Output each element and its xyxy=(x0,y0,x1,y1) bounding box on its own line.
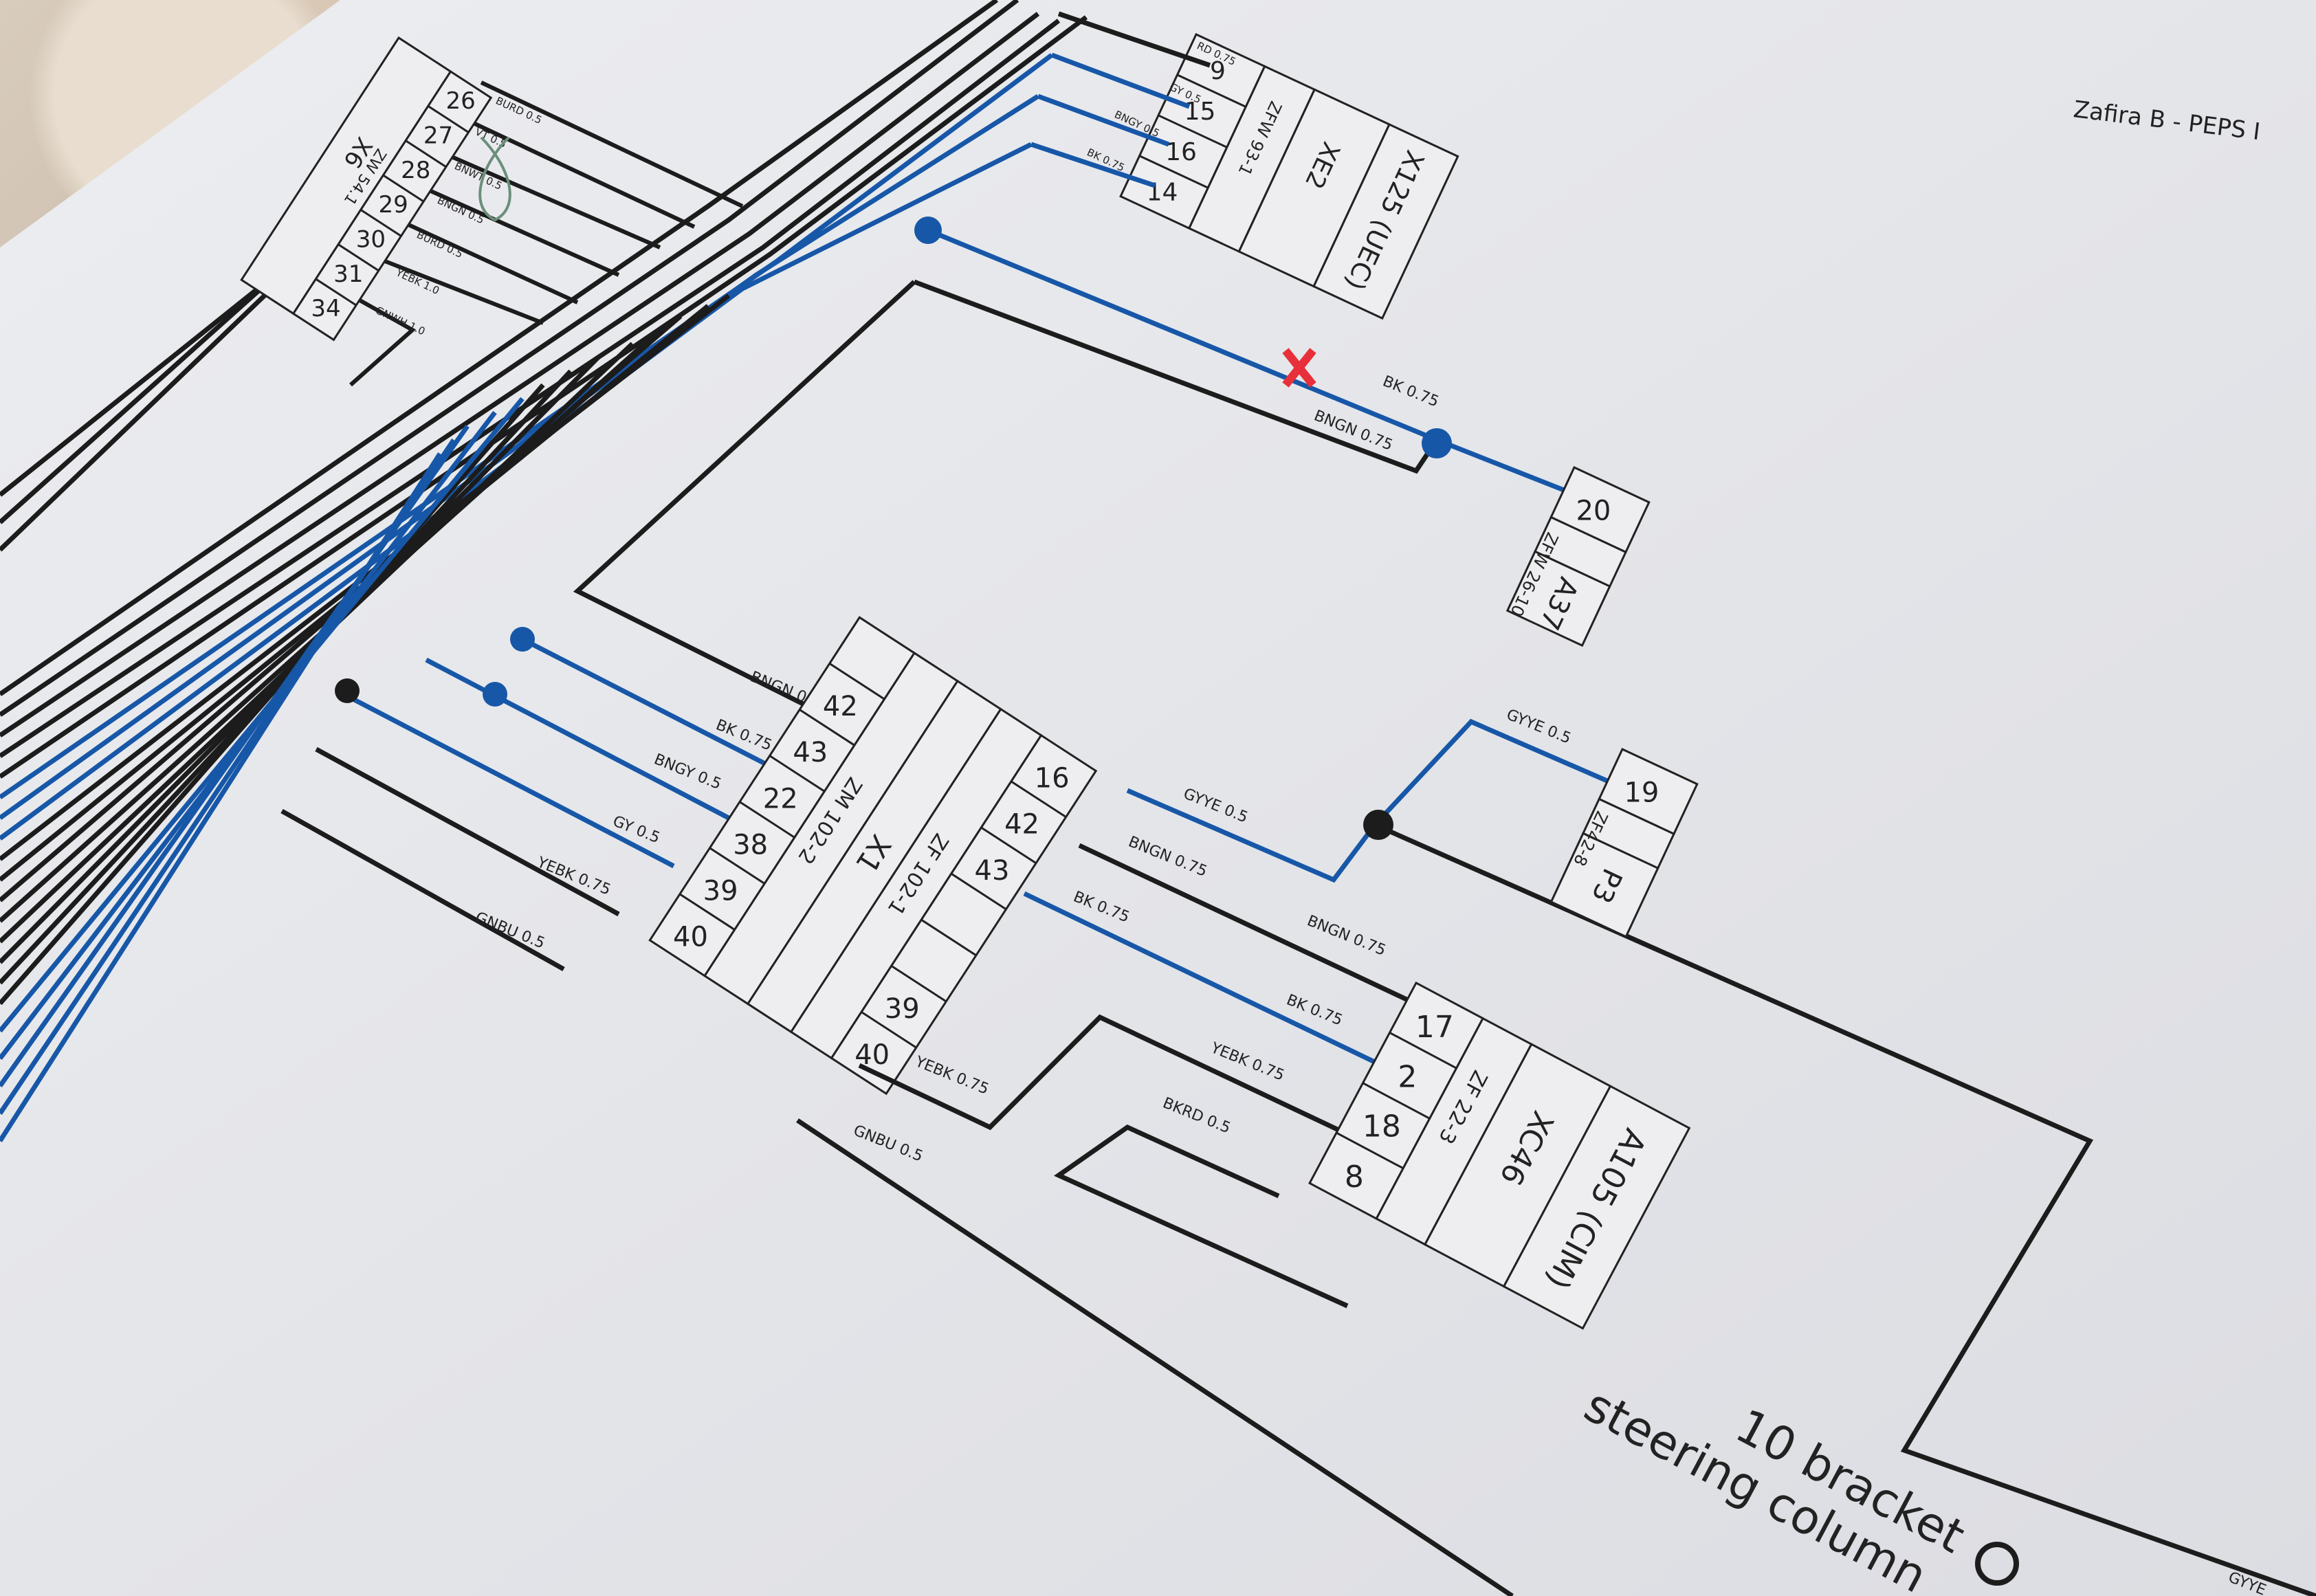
x6-wires xyxy=(349,80,744,387)
x125-pin-9: 9 xyxy=(1210,57,1226,85)
x1-pin-b-43: 43 xyxy=(975,855,1010,887)
x6-pin-28: 28 xyxy=(401,157,430,184)
x1-pin-42: 42 xyxy=(823,691,858,722)
connector-p3: 19 ZF42-8 P3 xyxy=(1549,748,1699,938)
x1-wire-43 xyxy=(521,636,792,779)
connector-x125: 9 15 16 14 ZFW 93-1 XE2 X125 (UEC) xyxy=(1119,33,1459,320)
x1b-wire-42 xyxy=(1078,843,1431,1013)
x1b-wire-40 xyxy=(796,1118,1514,1596)
x1-pin-22: 22 xyxy=(763,783,798,814)
x1b-wire-39 xyxy=(858,1014,1349,1137)
x1-pin-b-16: 16 xyxy=(1035,763,1070,795)
x1-wire-40 xyxy=(280,808,565,972)
x6-pin-26: 26 xyxy=(445,87,475,115)
cut-mark-icon xyxy=(1282,348,1316,388)
x1-pin-40: 40 xyxy=(673,922,708,953)
a37-pin-20: 20 xyxy=(1576,496,1611,527)
splice-point xyxy=(510,627,535,652)
twisted-pair-icon xyxy=(478,136,511,222)
x1-pin-43: 43 xyxy=(793,737,828,768)
splice-point xyxy=(483,682,507,707)
x1b-wire-43 xyxy=(1023,891,1383,1068)
x1-wire-39 xyxy=(315,746,620,917)
x1-pin-b-42: 42 xyxy=(1004,809,1039,841)
wire-bngn075-to-x1 xyxy=(573,280,916,731)
x1-pin-b-39: 39 xyxy=(885,993,920,1025)
x1-pin-39: 39 xyxy=(703,876,738,907)
a105-pin-17: 17 xyxy=(1415,1010,1454,1045)
wire-bundle-left xyxy=(0,0,1088,1142)
ring-icon xyxy=(1975,1542,2019,1586)
x125-wire-14 xyxy=(1030,142,1156,188)
x125-wire-15 xyxy=(1050,52,1191,109)
x1-wire-38 xyxy=(342,691,675,869)
a105-pin-2: 2 xyxy=(1398,1059,1417,1094)
splice-point xyxy=(914,217,942,244)
wire-p3-to-a105 xyxy=(1374,822,2316,1596)
x1-wire-22 xyxy=(425,657,730,821)
x6-pin-31: 31 xyxy=(333,261,363,288)
connector-x6: 26 27 28 29 30 31 34 X6 ZW 54.1 xyxy=(240,36,493,342)
x125-pin-15: 15 xyxy=(1184,98,1216,126)
connector-x1: 42 43 22 38 39 40 16 42 43 39 40 ZM 102-… xyxy=(648,616,1098,1096)
wire-bkrd-loop xyxy=(1053,1124,1349,1309)
x125-pin-16: 16 xyxy=(1165,138,1197,166)
a105-pin-8: 8 xyxy=(1345,1160,1364,1195)
p3-pin-19: 19 xyxy=(1624,777,1659,809)
splice-point xyxy=(1422,428,1452,458)
x6-pin-34: 34 xyxy=(311,295,340,322)
x125-wire-9 xyxy=(1057,11,1211,68)
x125-wire-16 xyxy=(1037,93,1170,147)
x6-pin-29: 29 xyxy=(378,191,408,219)
x6-pin-27: 27 xyxy=(423,122,453,150)
x1-pin-38: 38 xyxy=(733,829,768,861)
x6-pin-30: 30 xyxy=(356,226,386,254)
splice-point xyxy=(335,678,360,703)
a105-pin-18: 18 xyxy=(1363,1109,1401,1144)
splice-point xyxy=(1363,810,1393,840)
